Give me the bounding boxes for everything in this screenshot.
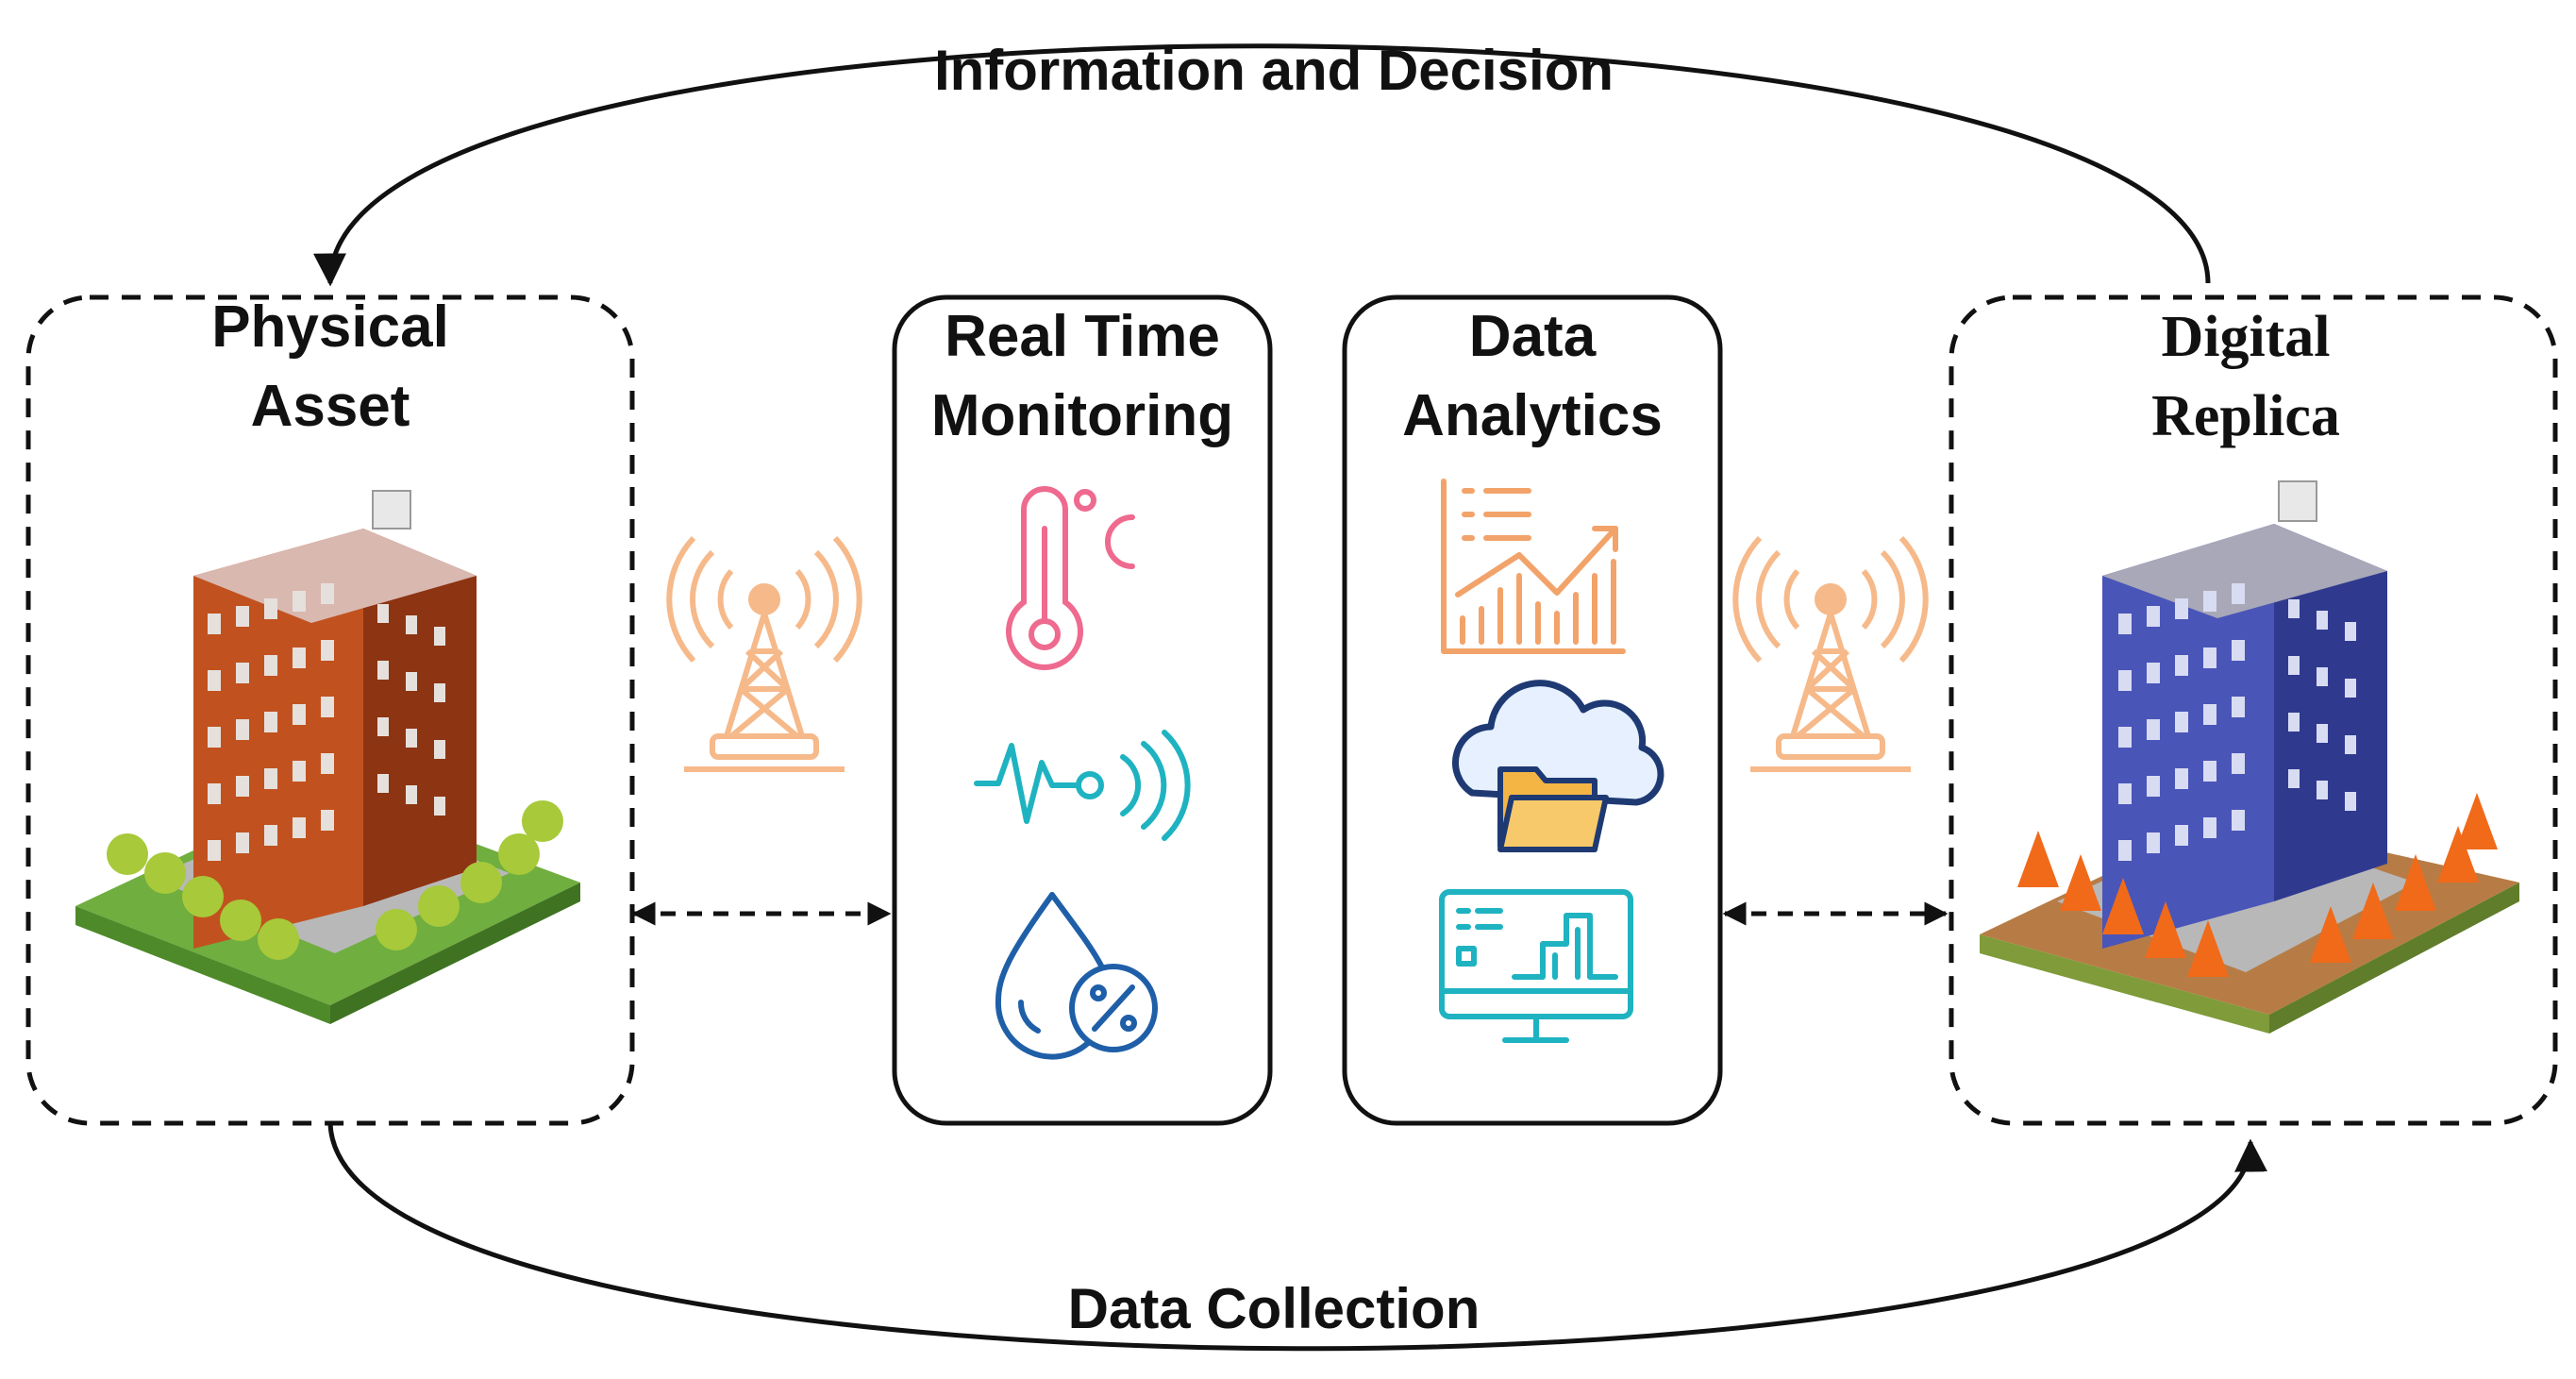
antenna-icon [1732, 535, 1929, 772]
data-analytics-title-line2: Analytics [1402, 383, 1663, 448]
real-time-monitoring-box [892, 294, 1273, 1126]
digital-replica-box [1949, 294, 2558, 1126]
data-analytics-title-line1: Data [1468, 304, 1597, 369]
real-time-monitoring-title-line1: Real Time [945, 304, 1220, 369]
physical-asset-title: Physical Asset [142, 288, 519, 446]
antenna-icon [666, 535, 862, 772]
real-time-monitoring-title-line2: Monitoring [930, 383, 1234, 448]
real-time-monitoring-title: Real Time Monitoring [895, 297, 1270, 456]
physical-asset-title-line2: Asset [250, 374, 410, 439]
humidity-drop-icon [995, 892, 1158, 1060]
replica-building-icon [1980, 480, 2519, 1034]
monitor-dashboard-icon [1439, 889, 1633, 1043]
vibration-sensor-icon [974, 730, 1191, 841]
information-decision-arrow [313, 43, 2211, 287]
physical-building-icon [75, 490, 580, 1024]
trend-chart-icon [1441, 479, 1626, 654]
data-analytics-title: Data Analytics [1345, 297, 1720, 456]
physical-asset-title-line1: Physical [211, 294, 449, 360]
digital-replica-title-line1: Digital [2161, 305, 2331, 369]
data-analytics-box [1342, 294, 1723, 1126]
digital-replica-title: Digital Replica [2057, 297, 2434, 456]
information-decision-label: Information and Decision [933, 39, 1614, 102]
digital-replica-title-line2: Replica [2151, 384, 2340, 448]
data-collection-arrow [327, 1122, 2267, 1352]
data-collection-label: Data Collection [1067, 1277, 1480, 1340]
physical-asset-box [25, 294, 635, 1126]
cloud-folder-icon [1452, 680, 1664, 852]
thermometer-celsius-icon [1006, 486, 1135, 670]
